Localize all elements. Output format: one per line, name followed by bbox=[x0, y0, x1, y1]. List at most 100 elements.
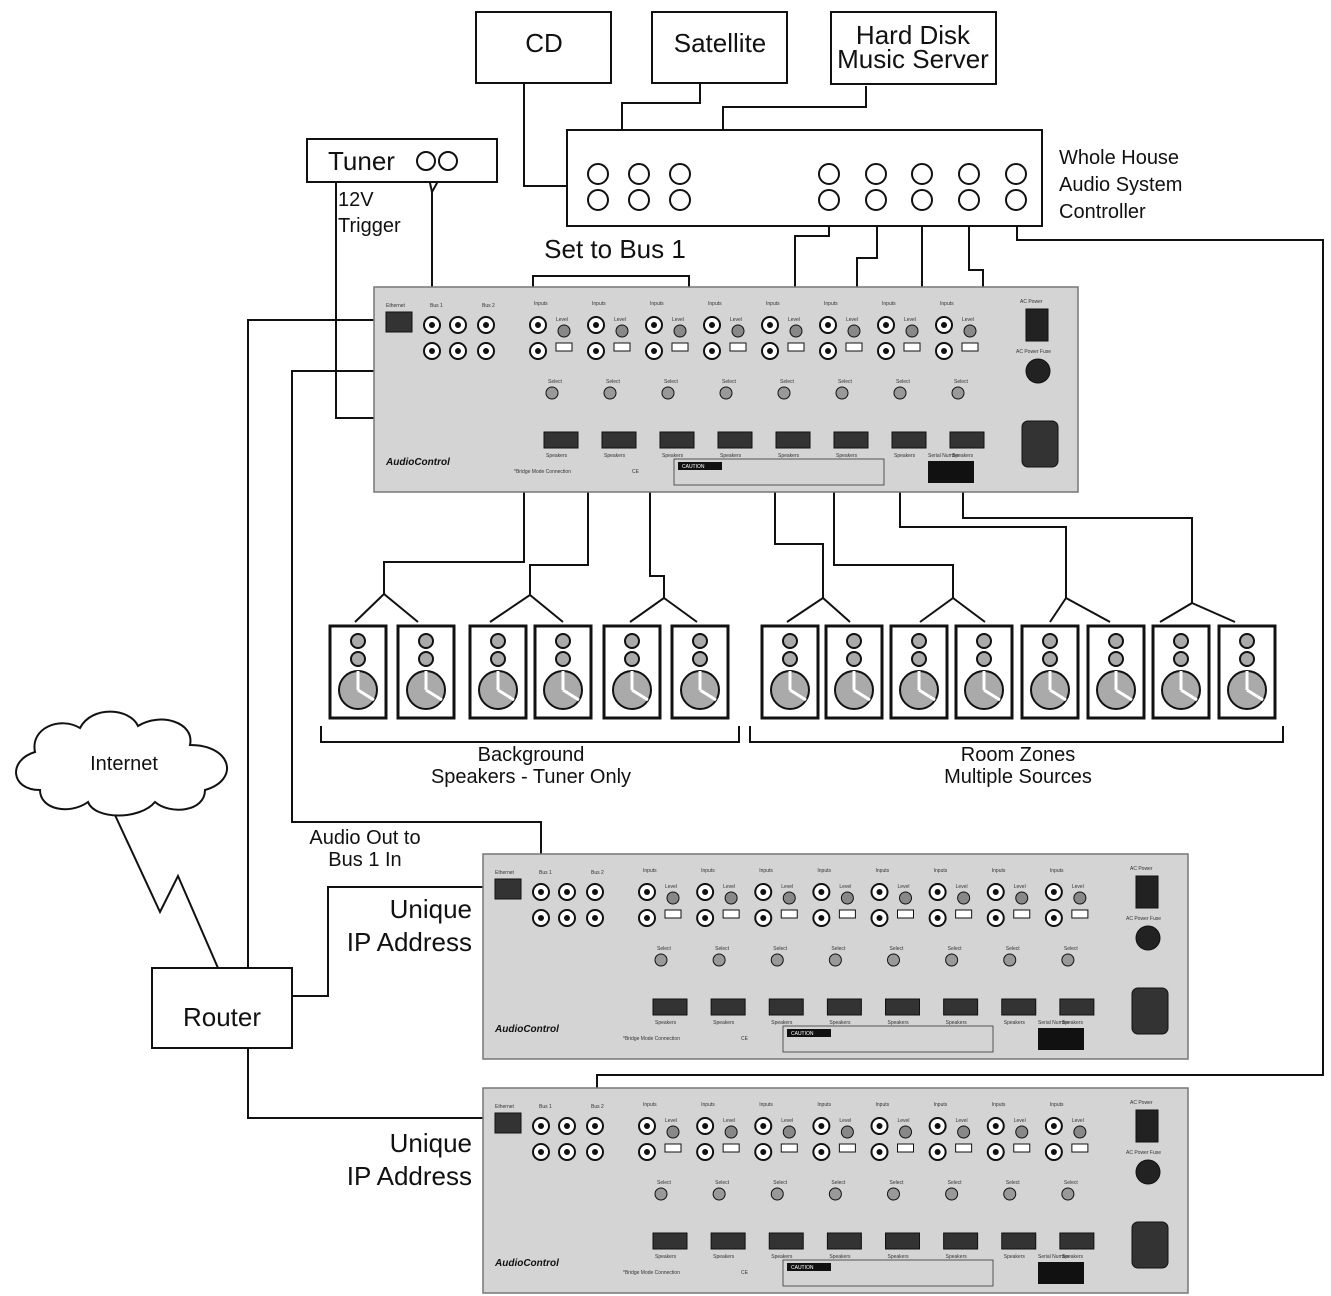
tweeter-icon bbox=[911, 633, 927, 649]
internet-label: Internet bbox=[90, 753, 158, 775]
input-jack-center bbox=[825, 322, 831, 328]
level-text: Level bbox=[723, 1118, 735, 1124]
speaker-terminal bbox=[1059, 998, 1095, 1016]
level-text: Level bbox=[1072, 884, 1084, 890]
input-jack-center bbox=[941, 322, 947, 328]
serial-number-text: Serial Number bbox=[1038, 1254, 1070, 1260]
controller-input-jack bbox=[587, 163, 609, 185]
midrange-icon bbox=[490, 651, 506, 667]
select-text: Select bbox=[890, 946, 905, 952]
speaker bbox=[824, 624, 884, 720]
speaker bbox=[396, 624, 456, 720]
level-knob bbox=[899, 891, 912, 905]
inputs-text: Inputs bbox=[817, 868, 831, 874]
controller-input-jack bbox=[628, 163, 650, 185]
bus-jack-center bbox=[455, 322, 461, 328]
speaker-terminal bbox=[601, 431, 637, 449]
input-jack-center bbox=[992, 1149, 999, 1155]
speaker-terminal bbox=[891, 431, 927, 449]
tweeter-icon bbox=[490, 633, 506, 649]
room-zones-label-1: Room Zones bbox=[961, 744, 1076, 766]
speaker bbox=[533, 624, 593, 720]
select-text: Select bbox=[1064, 1180, 1079, 1186]
bus-jack-center bbox=[564, 915, 570, 921]
caution-text: CAUTION bbox=[791, 1031, 814, 1037]
select-knob bbox=[828, 953, 842, 967]
speaker-terminal bbox=[710, 998, 746, 1016]
cd-label: CD bbox=[525, 28, 563, 58]
select-text: Select bbox=[1064, 946, 1079, 952]
level-text: Level bbox=[730, 317, 742, 323]
inputs-text: Inputs bbox=[992, 1102, 1006, 1108]
controller-output-jack bbox=[865, 189, 887, 211]
tuner-box: Tuner 12V Trigger bbox=[306, 138, 498, 237]
input-switch bbox=[1013, 909, 1031, 919]
level-knob bbox=[666, 1125, 680, 1139]
level-knob bbox=[782, 891, 796, 905]
controller-output-jack bbox=[1005, 189, 1027, 211]
inputs-text: Inputs bbox=[882, 301, 896, 307]
input-jack-center bbox=[883, 322, 889, 328]
inputs-text: Inputs bbox=[824, 301, 838, 307]
controller-input-jack bbox=[669, 163, 691, 185]
level-text: Level bbox=[788, 317, 800, 323]
ac-fuse-holder bbox=[1135, 1159, 1161, 1185]
input-jack-center bbox=[876, 1123, 883, 1129]
amp2-ip-label-1: Unique bbox=[390, 894, 472, 924]
level-text: Level bbox=[1072, 1118, 1084, 1124]
input-switch bbox=[780, 909, 798, 919]
caution-badge bbox=[787, 1263, 831, 1271]
select-text: Select bbox=[896, 379, 911, 385]
level-knob bbox=[1073, 1125, 1087, 1139]
select-text: Select bbox=[780, 379, 795, 385]
level-knob bbox=[615, 324, 629, 338]
input-jack-center bbox=[876, 1149, 883, 1155]
input-jack-center bbox=[934, 1123, 941, 1129]
bus-jack-center bbox=[592, 1123, 598, 1129]
input-switch bbox=[1071, 1143, 1089, 1153]
speaker-terminal bbox=[768, 1232, 804, 1250]
select-knob bbox=[1061, 1187, 1075, 1201]
controller-output-jack bbox=[958, 163, 980, 185]
speakers-text: Speakers bbox=[604, 453, 626, 459]
midrange-icon bbox=[350, 651, 366, 667]
tweeter-icon bbox=[976, 633, 992, 649]
input-jack-center bbox=[934, 1149, 941, 1155]
inputs-text: Inputs bbox=[643, 868, 657, 874]
bus-jack-center bbox=[483, 322, 489, 328]
inputs-text: Inputs bbox=[766, 301, 780, 307]
midrange-icon bbox=[846, 651, 862, 667]
ethernet-text: Ethernet bbox=[495, 870, 515, 876]
input-switch bbox=[955, 1143, 973, 1153]
speakers-text: Speakers bbox=[952, 453, 974, 459]
input-jack-center bbox=[934, 889, 941, 895]
caution-box bbox=[782, 1025, 994, 1053]
speaker bbox=[760, 624, 820, 720]
select-knob bbox=[712, 953, 726, 967]
ac-power-text: AC Power bbox=[1020, 299, 1043, 305]
speaker-terminal bbox=[1059, 1232, 1095, 1250]
select-text: Select bbox=[722, 379, 737, 385]
input-jack-center bbox=[1050, 915, 1057, 921]
bus-jack-center bbox=[592, 915, 598, 921]
midrange-icon bbox=[1042, 651, 1058, 667]
input-jack-center bbox=[941, 348, 947, 354]
input-jack-center bbox=[767, 322, 773, 328]
speakers-text: Speakers bbox=[829, 1020, 851, 1026]
speaker bbox=[1020, 624, 1080, 720]
ac-power-inlet bbox=[1131, 987, 1169, 1035]
level-text: Level bbox=[614, 317, 626, 323]
controller-output-jack bbox=[865, 163, 887, 185]
speaker-terminal bbox=[652, 1232, 688, 1250]
select-knob bbox=[945, 1187, 959, 1201]
caution-box bbox=[782, 1259, 994, 1287]
level-knob bbox=[905, 324, 919, 338]
level-text: Level bbox=[898, 884, 910, 890]
level-knob bbox=[957, 1125, 971, 1139]
audio-out-label-2: Bus 1 In bbox=[328, 849, 401, 871]
input-jack-center bbox=[934, 915, 941, 921]
level-text: Level bbox=[904, 317, 916, 323]
select-text: Select bbox=[831, 946, 846, 952]
tweeter-icon bbox=[1042, 633, 1058, 649]
